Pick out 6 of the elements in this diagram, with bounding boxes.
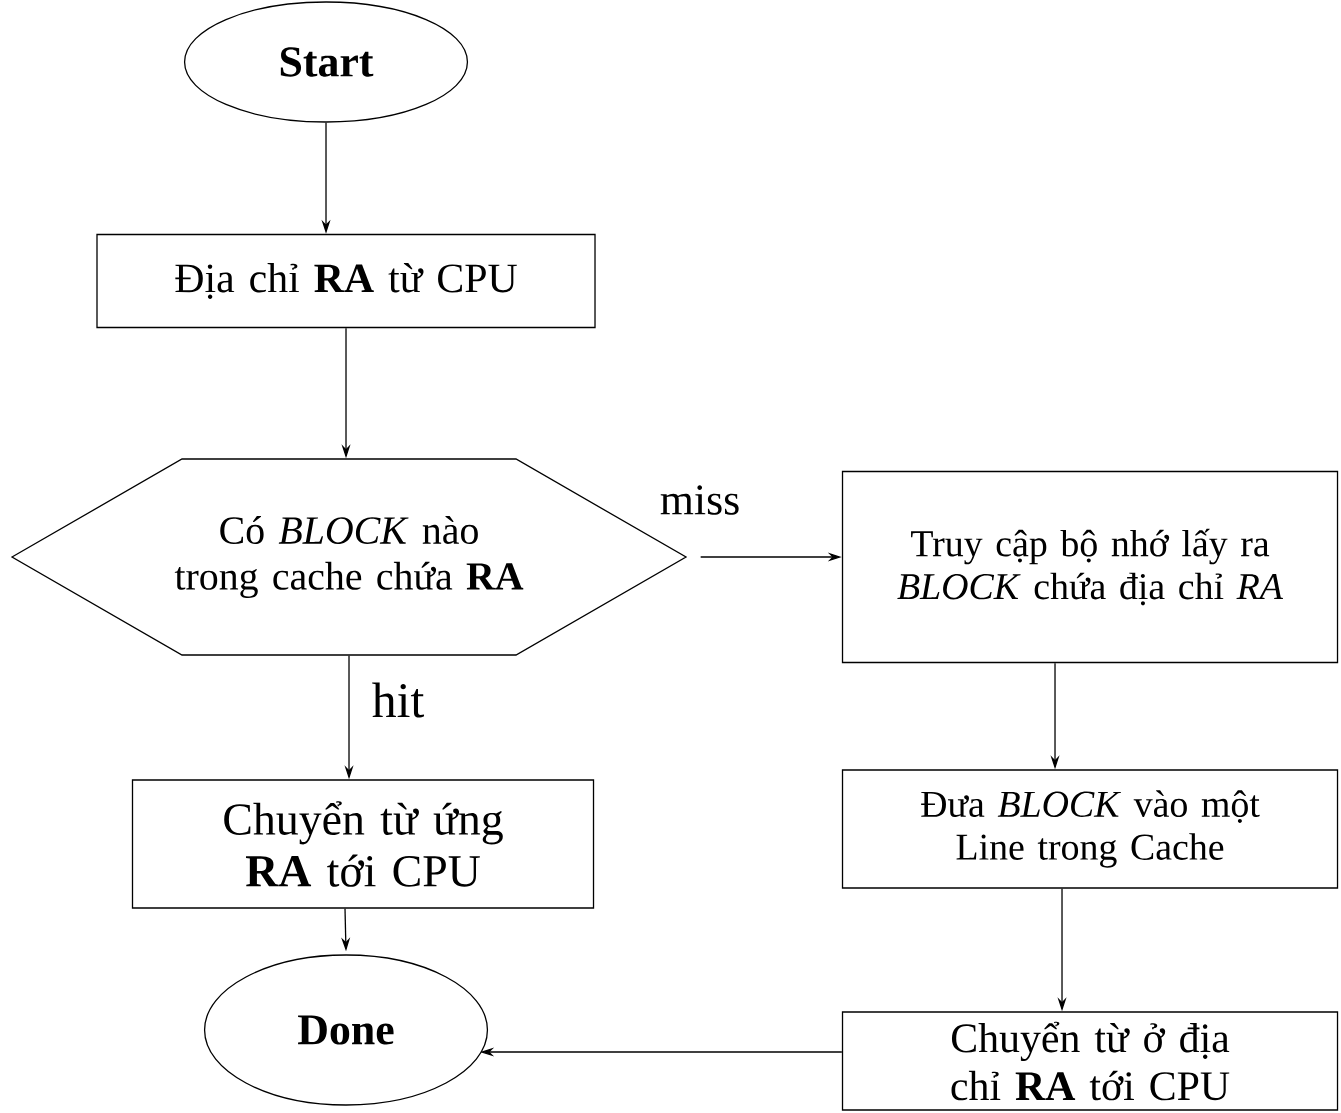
process-box: Địa chỉ RA từ CPU	[96, 233, 596, 329]
process-box: Đưa BLOCK vào một Line trong Cache	[841, 769, 1339, 889]
edge-label: hit	[370, 681, 426, 719]
process-box: Chuyển từ ở địa chỉ RA tới CPU	[841, 1011, 1339, 1111]
process-box: Chuyển từ ứng RA tới CPU	[131, 779, 595, 909]
process-box: Truy cập bộ nhớ lấy ra BLOCK chứa địa chỉ RA	[841, 470, 1339, 664]
